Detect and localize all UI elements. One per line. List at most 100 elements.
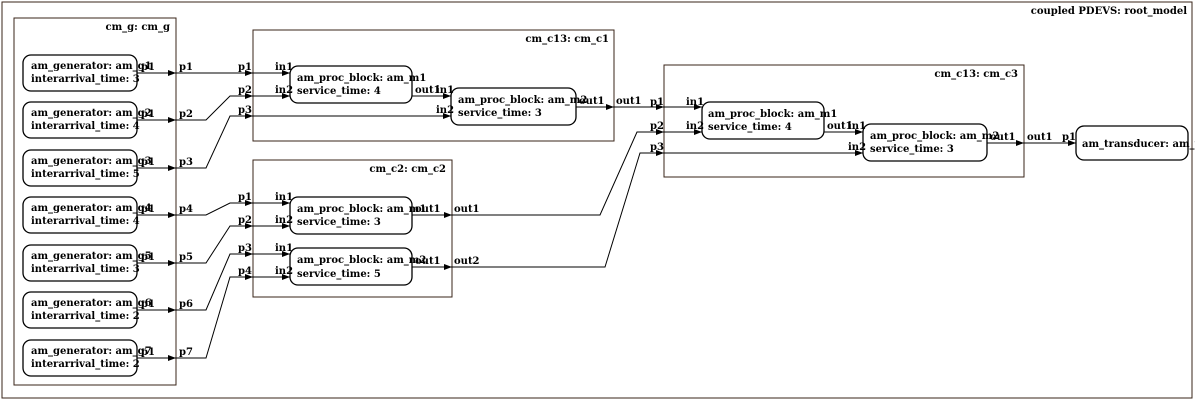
cm-c1-m1-out1: out1 (415, 85, 441, 96)
cm-c1-in-p2: p2 (238, 85, 252, 96)
cm-c2-m1-label: am_proc_block: am_m1 (297, 204, 426, 215)
generator-2-param: interarrival_time: 4 (31, 121, 140, 132)
cm-c3-m1-in1: in1 (686, 97, 704, 108)
gen4-out-port: p1 (141, 204, 155, 215)
cm-c3-m2-label: am_proc_block: am_m2 (870, 131, 999, 142)
generator-3-param: interarrival_time: 5 (31, 169, 140, 180)
cm-c1-title: cm_c13: cm_c1 (525, 34, 609, 45)
generator-2-label: am_generator: am_g2 (31, 108, 152, 119)
cm-c3-in-p2: p2 (650, 121, 664, 132)
generator-1[interactable]: am_generator: am_g1 interarrival_time: 3 (22, 54, 152, 92)
cm-c1-proc-m2[interactable]: am_proc_block: am_m2 service_time: 3 (450, 87, 587, 126)
generator-1-label: am_generator: am_g1 (31, 61, 152, 72)
cm-c2-proc-m2[interactable]: am_proc_block: am_m2 service_time: 5 (289, 247, 426, 286)
generator-3-label: am_generator: am_g3 (31, 156, 152, 167)
cm-c3-out-port: out1 (1027, 132, 1053, 143)
gen7-out-port: p1 (141, 347, 155, 358)
cm-c2-in-p1: p1 (238, 192, 252, 203)
generator-5[interactable]: am_generator: am_g5 interarrival_time: 3 (22, 244, 152, 282)
cm-c3-frame (663, 64, 1025, 178)
generator-6-label: am_generator: am_g6 (31, 298, 152, 309)
cm-g-port-p7: p7 (179, 347, 193, 358)
gen2-out-port: p1 (141, 109, 155, 120)
cm-c1-m1-in1: in1 (275, 62, 293, 73)
cm-c2-out-port2: out2 (454, 256, 480, 267)
cm-c1-frame (252, 29, 615, 142)
cm-c1-m2-param: service_time: 3 (458, 108, 542, 119)
cm-c2-out-port1: out1 (454, 204, 480, 215)
transducer-in-port: p1 (1062, 132, 1076, 143)
cm-c2-m2-in1: in1 (275, 243, 293, 254)
cm-g-port-p5: p5 (179, 252, 193, 263)
generator-6[interactable]: am_generator: am_g6 interarrival_time: 2 (22, 291, 152, 329)
cm-g-port-p6: p6 (179, 299, 193, 310)
cm-g-port-p4: p4 (179, 204, 193, 215)
cm-c3-m1-label: am_proc_block: am_m1 (708, 109, 837, 120)
cm-c2-m2-label: am_proc_block: am_m2 (297, 255, 426, 266)
cm-g-port-p1: p1 (179, 62, 193, 73)
cm-c1-proc-m1[interactable]: am_proc_block: am_m1 service_time: 4 (289, 65, 426, 104)
cm-c3-proc-m1[interactable]: am_proc_block: am_m1 service_time: 4 (701, 101, 837, 140)
root-model-title: coupled PDEVS: root_model (1031, 6, 1187, 17)
cm-c3-m2-in2: in2 (848, 142, 866, 153)
cm-c3-m2-param: service_time: 3 (870, 144, 954, 155)
cm-c3-m1-out1: out1 (827, 121, 853, 132)
cm-c3-in-p3: p3 (650, 142, 664, 153)
gen5-out-port: p1 (141, 252, 155, 263)
transducer-node[interactable]: am_transducer: am_t (1075, 125, 1195, 161)
cm-c3-m2-in1: in1 (848, 121, 866, 132)
cm-c1-m2-label: am_proc_block: am_m2 (458, 95, 587, 106)
generator-7-param: interarrival_time: 2 (31, 359, 140, 370)
cm-g-port-p3: p3 (179, 157, 193, 168)
cm-c1-m2-in1: in1 (436, 85, 454, 96)
cm-c2-in-p4: p4 (238, 266, 252, 277)
cm-c1-in-p3: p3 (238, 105, 252, 116)
cm-c2-m2-param: service_time: 5 (297, 269, 381, 280)
cm-c1-in-p1: p1 (238, 62, 252, 73)
cm-c1-m1-label: am_proc_block: am_m1 (297, 73, 426, 84)
cm-c1-m2-out1: out1 (579, 96, 605, 107)
gen6-out-port: p1 (141, 299, 155, 310)
generator-4-param: interarrival_time: 4 (31, 216, 140, 227)
generator-4[interactable]: am_generator: am_g4 interarrival_time: 4 (22, 196, 152, 234)
cm-c3-m1-in2: in2 (686, 121, 704, 132)
cm-c1-m1-in2: in2 (275, 85, 293, 96)
cm-c2-m1-in1: in1 (275, 192, 293, 203)
cm-c2-frame (252, 159, 453, 298)
cm-c1-m2-in2: in2 (436, 105, 454, 116)
generator-4-label: am_generator: am_g4 (31, 203, 152, 214)
cm-c1-m1-param: service_time: 4 (297, 86, 381, 97)
generator-3[interactable]: am_generator: am_g3 interarrival_time: 5 (22, 149, 152, 187)
generator-6-param: interarrival_time: 2 (31, 311, 140, 322)
cm-g-port-p2: p2 (179, 109, 193, 120)
cm-g-frame (13, 17, 177, 386)
gen3-out-port: p1 (141, 157, 155, 168)
cm-c2-proc-m1[interactable]: am_proc_block: am_m1 service_time: 3 (289, 196, 426, 235)
cm-c2-m1-param: service_time: 3 (297, 217, 381, 228)
gen1-out-port: p1 (141, 62, 155, 73)
cm-c1-out-port: out1 (616, 96, 642, 107)
cm-c3-in-p1: p1 (650, 97, 664, 108)
generator-1-param: interarrival_time: 3 (31, 74, 140, 85)
cm-c3-m2-out1: out1 (990, 132, 1016, 143)
cm-c2-m2-in2: in2 (275, 266, 293, 277)
cm-g-title: cm_g: cm_g (105, 22, 170, 33)
cm-c3-title: cm_c13: cm_c3 (934, 69, 1018, 80)
cm-c2-m1-out1: out1 (415, 204, 441, 215)
cm-c2-title: cm_c2: cm_c2 (369, 164, 446, 175)
generator-2[interactable]: am_generator: am_g2 interarrival_time: 4 (22, 101, 152, 139)
cm-c2-m1-in2: in2 (275, 215, 293, 226)
generator-5-label: am_generator: am_g5 (31, 251, 152, 262)
transducer-label: am_transducer: am_t (1082, 139, 1195, 150)
cm-c2-in-p3: p3 (238, 243, 252, 254)
cm-c2-m2-out1: out1 (415, 256, 441, 267)
cm-c2-in-p2: p2 (238, 215, 252, 226)
connection-wires (137, 70, 1076, 361)
generator-5-param: interarrival_time: 3 (31, 264, 140, 275)
cm-c3-proc-m2[interactable]: am_proc_block: am_m2 service_time: 3 (862, 123, 999, 162)
cm-c3-m1-param: service_time: 4 (708, 122, 792, 133)
generator-7[interactable]: am_generator: am_g7 interarrival_time: 2 (22, 339, 152, 377)
generator-7-label: am_generator: am_g7 (31, 346, 152, 357)
